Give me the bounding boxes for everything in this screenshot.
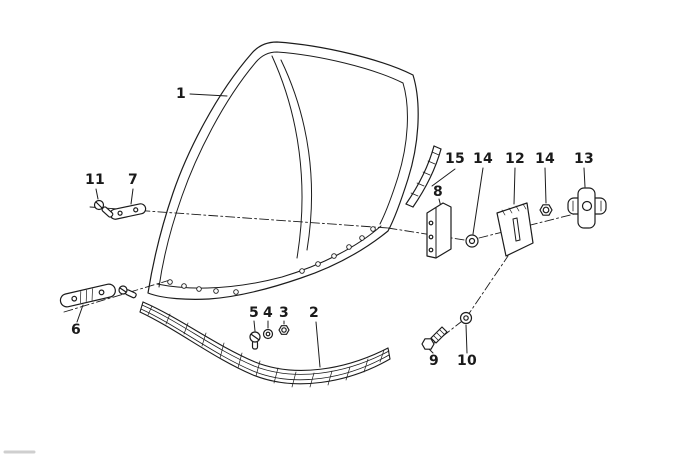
- washer-14-right: [539, 204, 553, 216]
- callout-1: 1: [176, 86, 186, 102]
- callout-9: 9: [429, 353, 439, 369]
- callout-14-left: 14: [473, 151, 493, 167]
- callout-12: 12: [505, 151, 525, 167]
- mounting-plate: [496, 202, 534, 257]
- washer-10: [459, 311, 473, 325]
- callout-10: 10: [457, 353, 477, 369]
- callout-7: 7: [128, 172, 138, 188]
- callout-2: 2: [309, 305, 319, 321]
- bracket-strip-upper-left: [109, 203, 147, 220]
- screw-upper-left: [93, 199, 114, 218]
- washer-small: [262, 328, 274, 340]
- mounting-bracket-right: [426, 202, 452, 259]
- callout-14-right: 14: [535, 151, 555, 167]
- hex-bolt: [421, 326, 448, 350]
- windshield: [147, 41, 419, 300]
- seal-hatching: [147, 305, 385, 388]
- callout-5: 5: [249, 305, 259, 321]
- callout-15: 15: [445, 151, 465, 167]
- hex-nut: [278, 325, 290, 335]
- washer-14-left: [465, 234, 479, 248]
- trim-strip-curved: [405, 145, 442, 208]
- bracket-screw: [118, 285, 137, 299]
- screw-small: [249, 331, 261, 350]
- seal-strip: [139, 301, 391, 388]
- callout-13: 13: [574, 151, 594, 167]
- callout-4: 4: [263, 305, 273, 321]
- windshield-mounting-holes: [167, 226, 376, 295]
- callout-6: 6: [71, 322, 81, 338]
- callout-11: 11: [85, 172, 105, 188]
- bracket-lower-left: [59, 283, 137, 308]
- callout-8: 8: [433, 184, 443, 200]
- callout-3: 3: [279, 305, 289, 321]
- clamp-fitting: [567, 187, 607, 229]
